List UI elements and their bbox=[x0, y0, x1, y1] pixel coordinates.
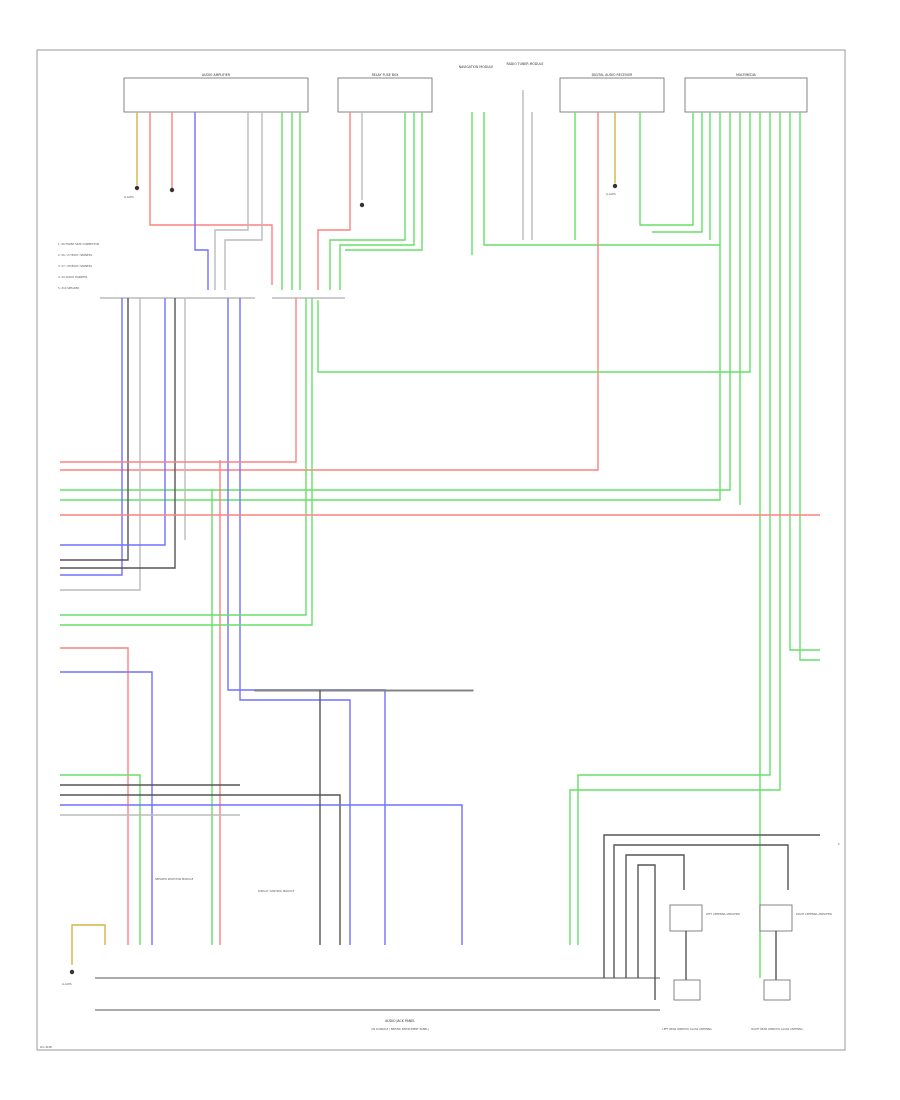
right-amp-label: RIGHT ANTENNA AMPLIFIER bbox=[796, 912, 832, 916]
legend-line-5: 5: X10 SPEAKER bbox=[58, 286, 79, 290]
audio-amplifier-component: AUDIO AMPLIFIER bbox=[123, 73, 309, 113]
legend-line-4: 4: X9 AUDIO HARNESS bbox=[58, 275, 88, 279]
page-number: 2 bbox=[838, 842, 840, 846]
multimedia-wires bbox=[60, 112, 820, 978]
right-antenna-label: RIGHT REAR WINDOW GLASS ANTENNA bbox=[751, 1027, 803, 1031]
bottom-left-ground: G-ACPS bbox=[62, 924, 106, 986]
legend-line-2: 2: X6 / X7 BODY HARNESS bbox=[58, 253, 92, 257]
left-antenna-label: LEFT REAR WINDOW GLASS ANTENNA bbox=[662, 1027, 712, 1031]
audio-jack-panel: AUDIO JACK PANEL (IN CONSOLE / BEHIND IN… bbox=[95, 977, 660, 1031]
right-glass-antenna bbox=[763, 979, 791, 1001]
ground-label-2: G-ACPS bbox=[606, 192, 616, 196]
digital-audio-receiver-component: DIGITAL AUDIO RECEIVER bbox=[559, 73, 665, 113]
left-antenna-amplifier bbox=[669, 904, 703, 932]
diagram-frame bbox=[36, 49, 846, 1051]
dar-wires: G-ACPS bbox=[60, 112, 618, 471]
connector-legend: 1: X6 FRONT SEAT CONNECTOR 2: X6 / X7 BO… bbox=[58, 242, 99, 290]
mid-junction-drops bbox=[60, 298, 313, 626]
display-control-label: DISPLAY CONTROL MODULE bbox=[258, 889, 295, 893]
left-power-audio-wires bbox=[60, 647, 153, 945]
left-glass-antenna bbox=[673, 979, 701, 1001]
nav-radio-wires bbox=[471, 90, 720, 255]
navigation-module-component: NAVIGATION MODULE bbox=[459, 65, 494, 69]
antenna-section: LEFT ANTENNA AMPLIFIER RIGHT ANTENNA AMP… bbox=[603, 834, 832, 1031]
left-junction-drops bbox=[60, 298, 386, 945]
relay-fuse-wires bbox=[317, 112, 423, 290]
digital-audio-receiver-label: DIGITAL AUDIO RECEIVER bbox=[592, 73, 634, 77]
audio-jack-panel-sublabel: (IN CONSOLE / BEHIND INSTRUMENT PANEL) bbox=[371, 1027, 429, 1031]
ground-label-3: G-ACPS bbox=[62, 982, 72, 986]
radio-tuner-module-component: RADIO TUNER MODULE bbox=[507, 62, 544, 66]
audio-amplifier-label: AUDIO AMPLIFIER bbox=[202, 73, 231, 77]
audio-amp-grounds: G-ACPS bbox=[124, 185, 175, 199]
relay-fuse-box-label: RELAY FUSE BOX bbox=[372, 73, 400, 77]
display-control-module: DISPLAY CONTROL MODULE bbox=[254, 689, 474, 945]
right-antenna-amplifier bbox=[759, 904, 793, 932]
multimedia-component: MULTIMEDIA bbox=[684, 73, 808, 113]
relay-fuse-box-component: RELAY FUSE BOX bbox=[337, 73, 433, 113]
footer-code: W-L-W4B bbox=[40, 1045, 52, 1049]
legend-line-1: 1: X6 FRONT SEAT CONNECTOR bbox=[58, 242, 99, 246]
audio-jack-panel-label: AUDIO JACK PANEL bbox=[385, 1019, 415, 1023]
legend-line-3: 3: X7 / X8 BODY HARNESS bbox=[58, 264, 92, 268]
ground-label-1: G-ACPS bbox=[124, 195, 134, 199]
radio-tuner-label: RADIO TUNER MODULE bbox=[507, 62, 544, 66]
navigation-module-label: NAVIGATION MODULE bbox=[459, 65, 494, 69]
lower-left-bundle bbox=[60, 774, 463, 945]
multimedia-label: MULTIMEDIA bbox=[736, 73, 756, 77]
audio-amp-wires bbox=[136, 112, 301, 290]
left-amp-label: LEFT ANTENNA AMPLIFIER bbox=[706, 912, 740, 916]
speaker-selector-label: SPEAKER SELECTOR MODULE bbox=[155, 877, 194, 881]
